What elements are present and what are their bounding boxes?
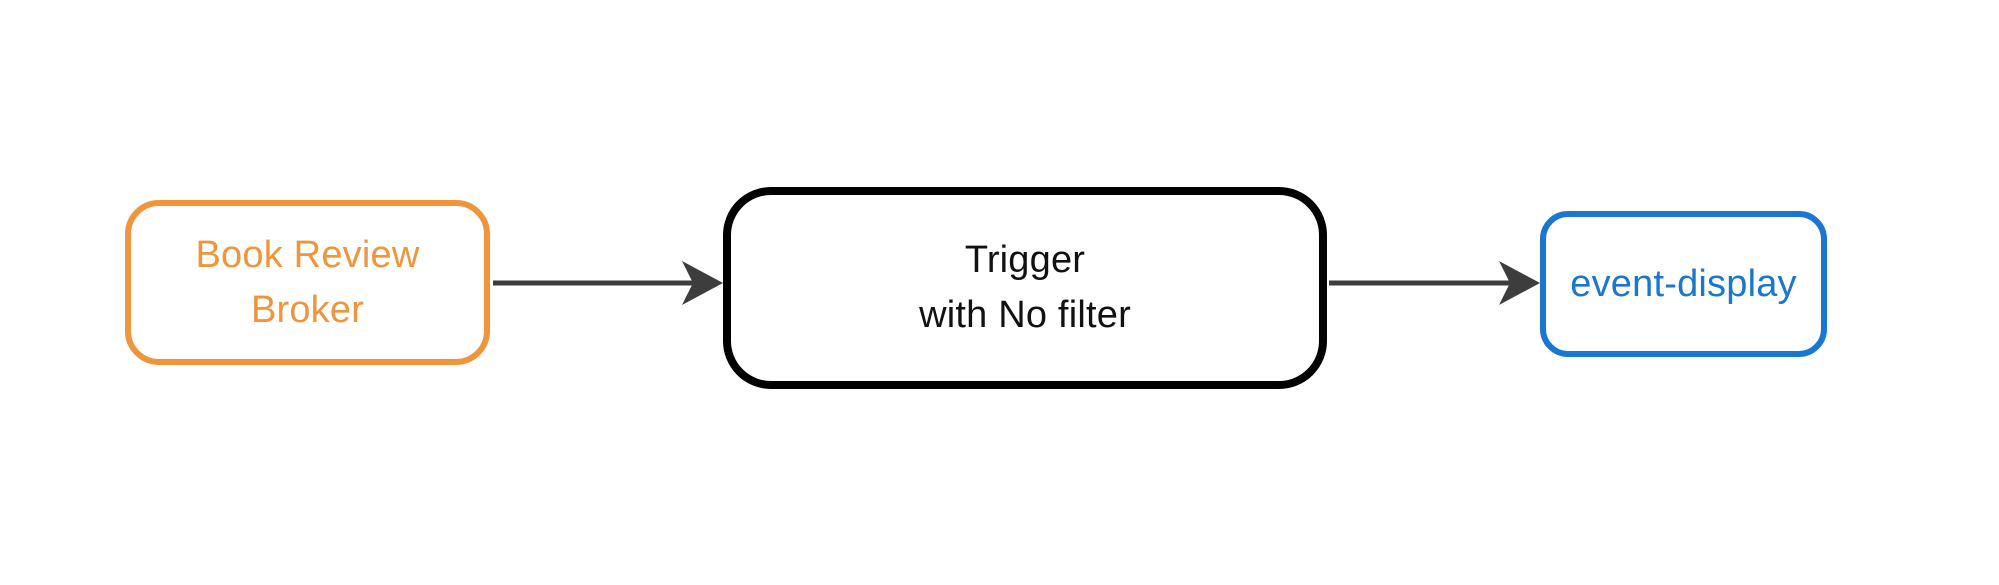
arrowhead-icon — [682, 261, 723, 305]
edge-trigger-to-event-display — [1329, 261, 1540, 305]
node-label-line: Trigger — [964, 239, 1086, 281]
node-label-line: Broker — [250, 288, 365, 331]
edge-broker-to-trigger — [493, 261, 723, 305]
node-trigger-with-no-filter: Trigger with No filter — [723, 187, 1327, 389]
node-book-review-broker: Book Review Broker — [125, 200, 490, 365]
node-label-line: with No filter — [919, 294, 1131, 336]
node-label-line: Book Review — [195, 233, 420, 276]
node-event-display: event-display — [1540, 211, 1827, 357]
node-label-line: event-display — [1570, 262, 1797, 305]
arrowhead-icon — [1499, 261, 1540, 305]
